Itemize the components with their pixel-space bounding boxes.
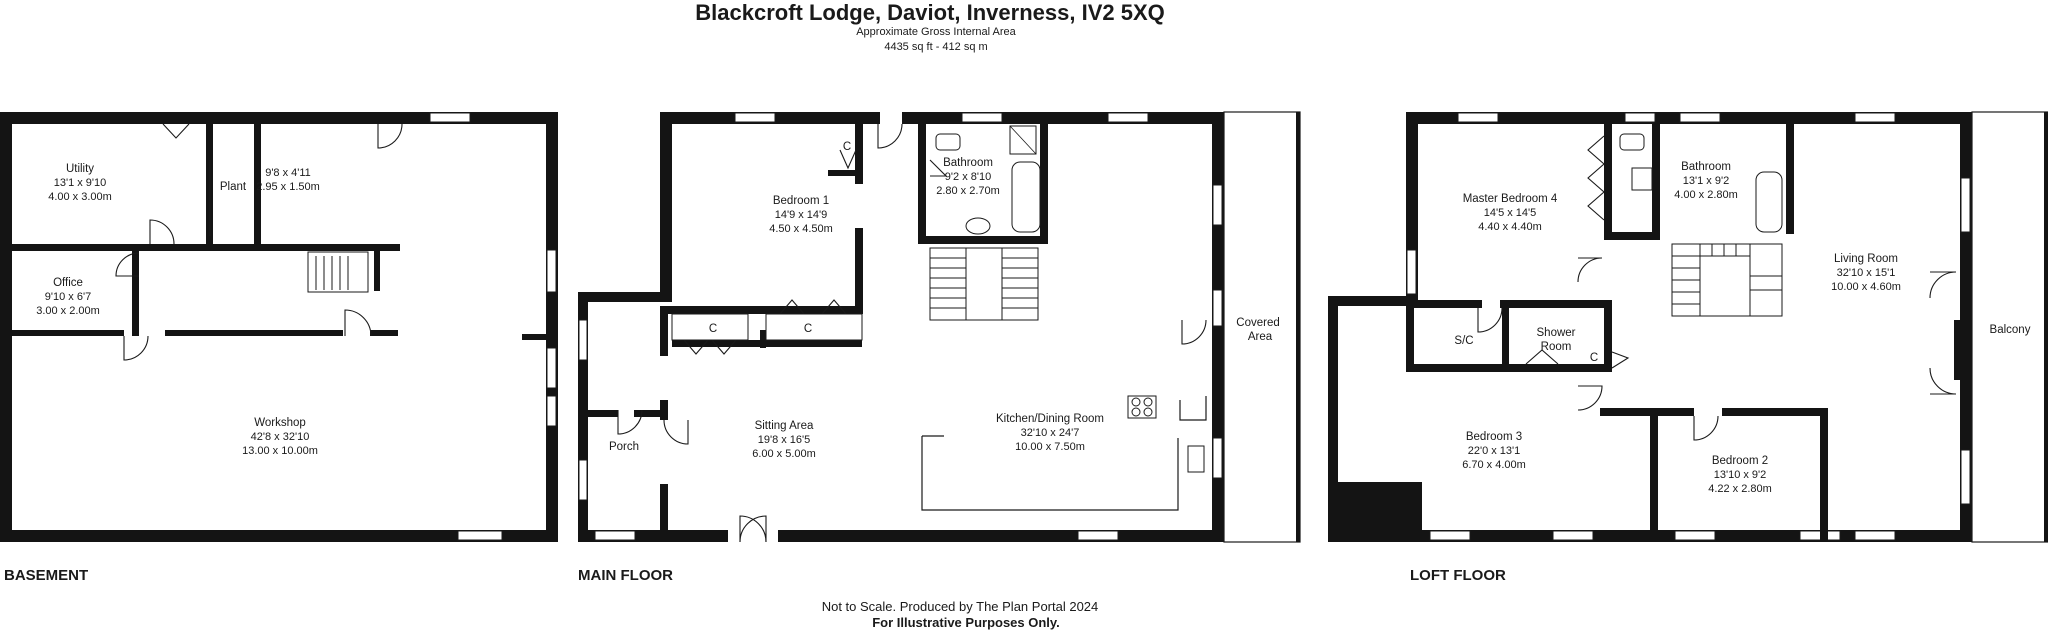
room-name-loft-bathroom: Bathroom (1681, 161, 1731, 173)
room-dim-imperial-bathroom: 9'2 x 8'10 (945, 171, 991, 183)
room-dim-imperial-loft-bathroom: 13'1 x 9'2 (1683, 175, 1729, 187)
footer-illustrative-note: For Illustrative Purposes Only. (872, 615, 1060, 630)
main-floor-plan (578, 111, 1301, 543)
room-dim-imperial-store: 9'8 x 4'11 (265, 167, 311, 179)
room-dim-metric-kitchen-dining: 10.00 x 7.50m (1015, 441, 1085, 453)
floor-label-basement: BASEMENT (4, 567, 88, 584)
room-dim-metric-sitting-area: 6.00 x 5.00m (752, 448, 816, 460)
cupboard-label: C (709, 323, 717, 335)
room-dim-metric-master-bedroom: 4.40 x 4.40m (1478, 221, 1542, 233)
room-dim-imperial-bedroom-2: 13'10 x 9'2 (1714, 469, 1767, 481)
loft-floor-plan (1328, 111, 2048, 543)
room-name-office: Office (53, 277, 83, 289)
room-name-shower-room-line2: Room (1541, 341, 1572, 353)
footer-disclaimer: Not to Scale. Produced by The Plan Porta… (822, 599, 1099, 614)
room-dim-imperial-workshop: 42'8 x 32'10 (251, 431, 310, 443)
room-name-bedroom-2: Bedroom 2 (1712, 455, 1768, 467)
room-name-shower-room: Shower (1537, 327, 1576, 339)
area-subtitle: Approximate Gross Internal Area (856, 26, 1016, 38)
floor-label-main: MAIN FLOOR (578, 567, 673, 584)
room-name-porch: Porch (609, 441, 639, 453)
room-dim-metric-store: 2.95 x 1.50m (256, 181, 320, 193)
area-name-covered: Covered (1236, 317, 1279, 329)
room-name-bedroom-3: Bedroom 3 (1466, 431, 1522, 443)
room-name-sitting-area: Sitting Area (755, 420, 814, 432)
room-dim-imperial-office: 9'10 x 6'7 (45, 291, 91, 303)
room-name-bathroom: Bathroom (943, 157, 993, 169)
room-dim-imperial-bedroom-3: 22'0 x 13'1 (1468, 445, 1521, 457)
room-dim-metric-workshop: 13.00 x 10.00m (242, 445, 318, 457)
room-name-master-bedroom: Master Bedroom 4 (1463, 193, 1558, 205)
cupboard-label: C (804, 323, 812, 335)
room-name-bedroom-1: Bedroom 1 (773, 195, 829, 207)
basement-plan (0, 112, 558, 542)
room-name-living-room: Living Room (1834, 253, 1898, 265)
room-name-utility: Utility (66, 163, 94, 175)
area-total: 4435 sq ft - 412 sq m (884, 41, 987, 53)
room-name-store-cupboard: S/C (1454, 335, 1473, 347)
room-dim-metric-bathroom: 2.80 x 2.70m (936, 185, 1000, 197)
room-dim-imperial-living-room: 32'10 x 15'1 (1837, 267, 1896, 279)
room-dim-metric-office: 3.00 x 2.00m (36, 305, 100, 317)
room-dim-metric-bedroom-1: 4.50 x 4.50m (769, 223, 833, 235)
room-name-plant: Plant (220, 181, 247, 193)
room-dim-imperial-master-bedroom: 14'5 x 14'5 (1484, 207, 1537, 219)
room-dim-imperial-bedroom-1: 14'9 x 14'9 (775, 209, 828, 221)
room-dim-imperial-kitchen-dining: 32'10 x 24'7 (1021, 427, 1080, 439)
floor-label-loft: LOFT FLOOR (1410, 567, 1506, 584)
page-title: Blackcroft Lodge, Daviot, Inverness, IV2… (695, 0, 1165, 25)
cupboard-label: C (1590, 352, 1598, 364)
room-dim-imperial-sitting-area: 19'8 x 16'5 (758, 434, 811, 446)
cupboard-label: C (843, 141, 851, 153)
area-name-balcony: Balcony (1990, 324, 2031, 336)
room-dim-metric-bedroom-2: 4.22 x 2.80m (1708, 483, 1772, 495)
room-name-workshop: Workshop (254, 417, 306, 429)
area-name-covered-line2: Area (1248, 331, 1273, 343)
room-dim-imperial-utility: 13'1 x 9'10 (54, 177, 107, 189)
room-dim-metric-bedroom-3: 6.70 x 4.00m (1462, 459, 1526, 471)
room-dim-metric-living-room: 10.00 x 4.60m (1831, 281, 1901, 293)
room-dim-metric-loft-bathroom: 4.00 x 2.80m (1674, 189, 1738, 201)
room-dim-metric-utility: 4.00 x 3.00m (48, 191, 112, 203)
room-name-kitchen-dining: Kitchen/Dining Room (996, 413, 1104, 425)
